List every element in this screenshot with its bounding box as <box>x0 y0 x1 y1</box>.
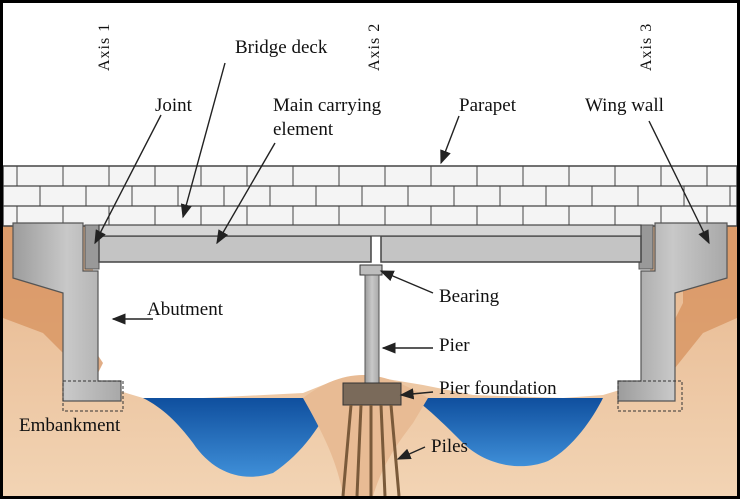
bearing <box>359 264 383 276</box>
right-abutment <box>617 222 728 412</box>
wing-wall-arrow <box>648 120 710 245</box>
wing-wall-label: Wing wall <box>585 95 664 116</box>
joint-arrow <box>94 114 162 245</box>
pier-foundation-arrow <box>399 388 434 400</box>
main-carrying-element <box>98 224 642 263</box>
parapet <box>3 165 737 227</box>
piles-label: Piles <box>431 436 468 457</box>
axis-1-label: Axis 1 <box>96 23 113 71</box>
main-carrying-label-line1: Main carrying <box>273 95 382 116</box>
water <box>143 398 603 477</box>
bridge-deck-arrow <box>180 62 226 219</box>
main-carrying-arrow <box>216 142 276 245</box>
joint-label: Joint <box>155 95 193 116</box>
bridge-diagram: Axis 1 Axis 2 Axis 3 Bridge deck Joint M… <box>3 23 737 496</box>
pier-label: Pier <box>439 335 470 356</box>
bridge-deck-label: Bridge deck <box>235 37 328 58</box>
parapet-label: Parapet <box>459 95 517 116</box>
axis-3-label: Axis 3 <box>638 23 655 71</box>
abutment-label: Abutment <box>147 299 224 320</box>
pier-foundation-label: Pier foundation <box>439 378 557 399</box>
pier <box>342 274 402 406</box>
bearing-arrow <box>379 270 434 294</box>
main-carrying-label-line2: element <box>273 119 334 140</box>
parapet-arrow <box>440 115 460 165</box>
leader-lines <box>94 62 710 460</box>
piles <box>341 404 401 496</box>
axis-2-label: Axis 2 <box>366 23 383 71</box>
bearing-label: Bearing <box>439 286 500 307</box>
piles-arrow <box>396 446 426 460</box>
embankment-label: Embankment <box>19 415 121 436</box>
